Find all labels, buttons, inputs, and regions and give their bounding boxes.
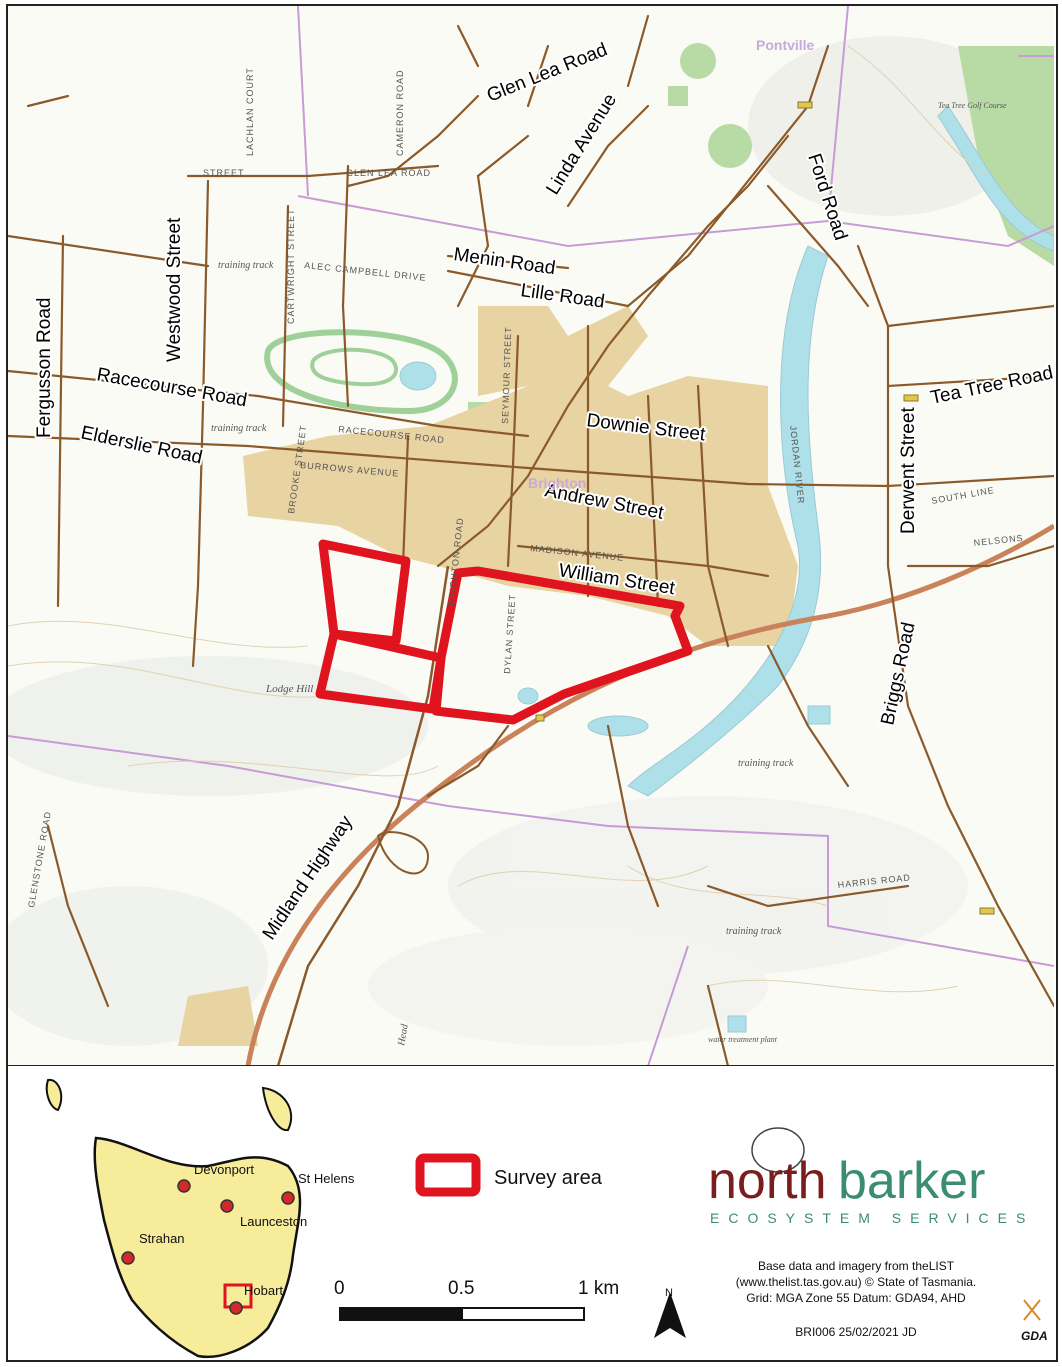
water (399, 105, 1054, 1033)
credits-line: Base data and imagery from theLIST (758, 1259, 955, 1273)
minor-label: LACHLAN COURT (245, 67, 255, 156)
road-label: Fergusson Road (34, 298, 55, 438)
inset-town-label: Hobart (244, 1283, 283, 1298)
route-markers (535, 101, 995, 915)
reference-code: BRI006 25/02/2021 JD (795, 1325, 917, 1339)
highway (245, 523, 1054, 1066)
logo-north: north (708, 1152, 827, 1210)
road-label: Derwent Street (898, 407, 919, 534)
italic-label: training track (738, 758, 794, 769)
italic-label: Tea Tree Golf Course (938, 101, 1007, 110)
northbarker-logo: north barker ECOSYSTEM SERVICES (708, 1127, 1034, 1226)
italic-label: training track (218, 260, 274, 271)
gda-label: GDA (1021, 1329, 1048, 1343)
italic-label: water treatment plant (708, 1035, 778, 1044)
minor-label: GLEN LEA ROAD (346, 168, 431, 178)
italic-label: training track (726, 926, 782, 937)
survey-legend-swatch (415, 1153, 481, 1197)
credits-line: (www.thelist.tas.gov.au) © State of Tasm… (736, 1275, 977, 1289)
logo-subtitle: ECOSYSTEM SERVICES (710, 1210, 1034, 1226)
credits: Base data and imagery from theLIST (www.… (736, 1259, 977, 1339)
scale-tick-label: 1 km (578, 1278, 619, 1299)
legend-panel: Devonport St Helens Launceston Strahan H… (45, 1078, 1048, 1359)
map-frame (6, 4, 1058, 1362)
inset-town-label: Strahan (139, 1231, 185, 1246)
scale-tick-label: 0 (334, 1278, 345, 1299)
racecourse (264, 329, 458, 415)
topographic-map[interactable]: Glen Lea Road Linda Avenue Ford Road Wes… (8, 6, 1054, 1066)
minor-label: SEYMOUR STREET (500, 326, 513, 424)
north-label: N (665, 1287, 673, 1299)
scale-tick-label: 0.5 (448, 1278, 474, 1299)
inset-town-label: Devonport (194, 1162, 254, 1177)
italic-label: Head (396, 1022, 411, 1047)
roads (8, 14, 1054, 1066)
minor-label: STREET (203, 168, 245, 178)
survey-area[interactable] (315, 539, 693, 725)
locality-boundaries (8, 6, 1054, 1066)
logo-barker: barker (838, 1152, 985, 1210)
tasmania-inset-map: Devonport St Helens Launceston Strahan H… (45, 1078, 355, 1359)
inset-town-label: Launceston (240, 1214, 307, 1229)
survey-legend: Survey area (415, 1153, 603, 1197)
road-label: Westwood Street (164, 217, 185, 362)
survey-legend-label: Survey area (494, 1167, 603, 1189)
italic-label: training track (211, 423, 267, 434)
italic-label: Lodge Hill (265, 683, 313, 695)
town-label: Brighton (528, 475, 586, 491)
minor-label: CARTWRIGHT STREET (286, 208, 296, 324)
scale-bar: 0 0.5 1 km (334, 1278, 619, 1321)
town-label: Pontville (756, 37, 815, 53)
minor-label: CAMERON ROAD (395, 69, 405, 156)
north-arrow: N (654, 1287, 686, 1338)
gda-logo: GDA (1021, 1299, 1048, 1343)
inset-town-label: St Helens (298, 1171, 355, 1186)
credits-line: Grid: MGA Zone 55 Datum: GDA94, AHD (746, 1291, 966, 1305)
